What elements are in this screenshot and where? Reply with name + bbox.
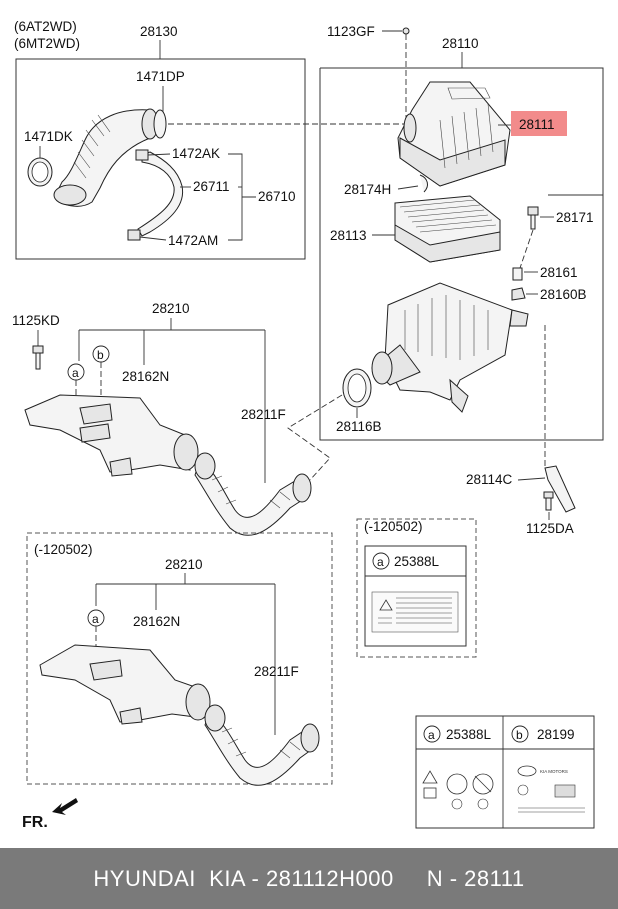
seal-28116B	[342, 368, 372, 408]
bolt-1125KD	[32, 345, 44, 370]
kia-motors-label-28199: KIA MOTORS	[517, 765, 585, 813]
part-26710-label: 26710	[258, 189, 296, 204]
part-28111-label[interactable]: 28111	[519, 117, 555, 132]
bracket-28114C	[544, 465, 576, 513]
kia-badge-text: KIA MOTORS	[540, 769, 568, 774]
legend-table	[415, 715, 595, 829]
front-direction-label: FR.	[22, 814, 48, 831]
callout-b-legend: b	[511, 725, 529, 743]
parts-diagram: (6AT2WD) (6MT2WD) 28130 1471DP 1471DK 14…	[12, 19, 604, 831]
svg-text:b: b	[97, 348, 104, 362]
callout-a-top: a	[67, 363, 85, 381]
intake-hose-28130	[53, 108, 159, 207]
part-1471DP-label: 1471DP	[136, 69, 185, 84]
box-label-range	[356, 518, 477, 658]
breather-hose-26711	[127, 149, 184, 241]
box-28130	[15, 58, 306, 260]
svg-text:a: a	[428, 728, 435, 742]
air-cleaner-cover-28111	[397, 81, 511, 187]
box-range-bottom	[26, 532, 333, 785]
duct-28162N-top	[24, 394, 199, 477]
part-26711-label: 26711	[193, 179, 230, 194]
footer-text: HYUNDAI KIA - 281112H000 N - 28111	[93, 865, 525, 891]
part-28210-bottom-label: 28210	[165, 557, 203, 572]
filter-element-28113	[394, 195, 501, 263]
part-28211F-bottom-label: 28211F	[254, 664, 299, 679]
part-1471DK-label: 1471DK	[24, 129, 73, 144]
clamp-1471DP	[153, 109, 167, 139]
part-28110-label: 28110	[442, 36, 479, 51]
part-28211F-label: 28211F	[241, 407, 286, 422]
hose-28211F-top	[194, 452, 312, 536]
part-1472AM-label: 1472AM	[168, 233, 218, 248]
part-25388L-legend-label: 25388L	[446, 727, 492, 742]
part-28130-label: 28130	[140, 24, 178, 39]
part-28162N-bottom-label: 28162N	[133, 614, 180, 629]
warning-icons-25388L	[422, 770, 494, 810]
part-1123GF-label: 1123GF	[327, 24, 375, 39]
clip-28174H	[419, 174, 428, 193]
svg-text:a: a	[72, 366, 79, 380]
mount-28160B	[511, 287, 526, 301]
svg-text:a: a	[377, 555, 384, 569]
callout-b-top: b	[92, 345, 110, 363]
variant-at-label: (6AT2WD)	[14, 19, 77, 34]
part-28199-label: 28199	[537, 727, 575, 742]
bolt-28171	[527, 206, 539, 230]
part-28171-label: 28171	[556, 210, 594, 225]
front-arrow-icon	[52, 798, 78, 815]
part-25388L-label-top: 25388L	[394, 554, 440, 569]
part-1472AK-label: 1472AK	[172, 146, 220, 161]
highlight-28111	[511, 111, 567, 136]
duct-28162N-bottom	[39, 644, 211, 725]
svg-text:b: b	[516, 728, 523, 742]
callout-a-label-box: a	[372, 552, 390, 570]
grommet-28161	[512, 267, 523, 281]
part-28161-label: 28161	[540, 265, 578, 280]
part-28174H-label: 28174H	[344, 182, 391, 197]
part-28113-label: 28113	[330, 228, 367, 243]
air-cleaner-body	[371, 282, 529, 413]
part-28210-label: 28210	[152, 301, 190, 316]
part-number-footer: HYUNDAI KIA - 281112H000 N - 28111	[0, 848, 618, 909]
part-28160B-label: 28160B	[540, 287, 587, 302]
callout-a-legend: a	[423, 725, 441, 743]
svg-text:a: a	[92, 612, 99, 626]
part-28162N-label: 28162N	[122, 369, 169, 384]
variant-mt-label: (6MT2WD)	[14, 36, 80, 51]
part-1125KD-label: 1125KD	[12, 313, 60, 328]
range-top-label: (-120502)	[364, 519, 423, 534]
part-28114C-label: 28114C	[466, 472, 513, 487]
box-28110	[319, 67, 604, 441]
warning-label-image	[371, 591, 459, 633]
callout-a-bottom: a	[87, 609, 105, 627]
bolt-1125DA	[543, 491, 554, 511]
range-bottom-label: (-120502)	[34, 542, 93, 557]
hose-28211F-bottom	[204, 704, 320, 786]
part-1125DA-label: 1125DA	[526, 521, 574, 536]
part-28116B-label: 28116B	[336, 419, 382, 434]
